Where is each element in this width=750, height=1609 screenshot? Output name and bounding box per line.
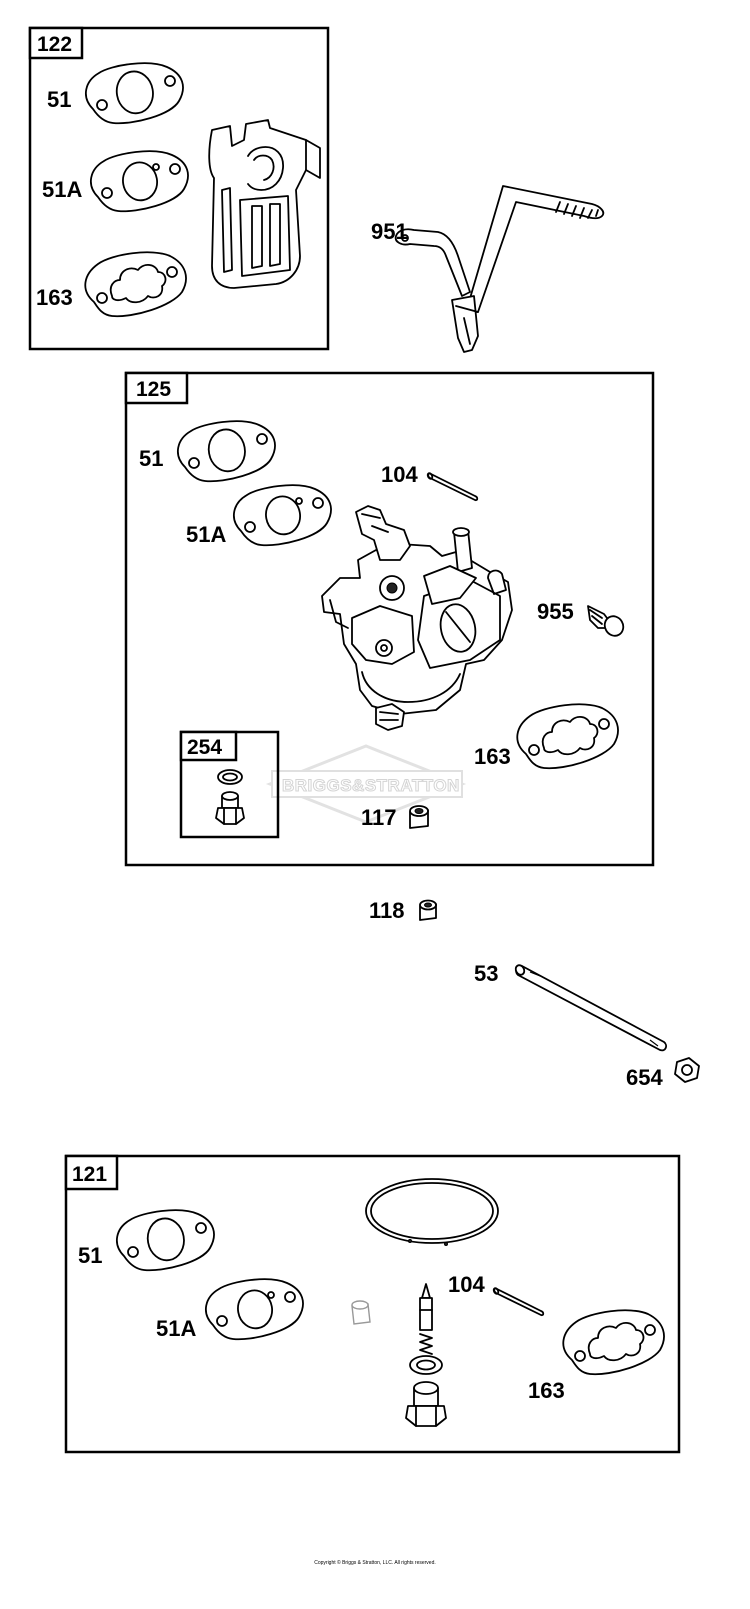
bowl-gasket-icon — [365, 1178, 499, 1246]
kit-121-tag: 121 — [64, 1154, 119, 1191]
intake-spacer-icon — [208, 119, 321, 289]
nut-icon — [674, 1057, 700, 1083]
copyright-notice: Copyright © Briggs & Stratton, LLC. All … — [314, 1559, 436, 1566]
label-125-51A: 51A — [186, 522, 226, 547]
jet-icon — [419, 899, 437, 921]
label-122-51: 51 — [47, 87, 71, 112]
kit-125-tag: 125 — [124, 371, 189, 405]
label-122-51A: 51A — [42, 177, 82, 202]
gasket-icon — [232, 484, 332, 547]
gasket-icon — [516, 703, 619, 770]
bolt-icon — [215, 791, 245, 825]
label-951: 951 — [371, 219, 408, 244]
kit-121-panel: 121 51 51A — [64, 1154, 681, 1454]
washer-icon — [409, 1355, 443, 1375]
label-654: 654 — [626, 1065, 663, 1090]
kit-122-tag: 122 — [28, 26, 84, 60]
o-ring-icon — [217, 769, 243, 785]
stud-icon — [514, 964, 667, 1052]
label-122-163: 163 — [36, 285, 73, 310]
gasket-icon — [562, 1309, 665, 1376]
kit-121-number: 121 — [72, 1163, 107, 1186]
label-121-163: 163 — [528, 1378, 565, 1403]
kit-254-tag: 254 — [179, 730, 238, 762]
screw-icon — [587, 605, 625, 637]
kit-254-number: 254 — [187, 736, 222, 759]
label-125-117: 117 — [361, 805, 397, 830]
bolt-icon — [405, 1381, 447, 1427]
gasket-icon — [204, 1278, 304, 1341]
kit-254-panel: 254 — [179, 730, 280, 839]
gasket-icon — [89, 150, 189, 213]
label-125-955: 955 — [537, 599, 574, 624]
kit-125-panel: 125 BRIGGS&STRATTON 51 51A 104 — [124, 371, 655, 867]
pin-icon — [425, 471, 479, 502]
spring-icon — [419, 1333, 433, 1355]
jet-icon — [409, 805, 429, 829]
float-needle-icon — [419, 1283, 433, 1331]
gasket-icon — [176, 420, 276, 483]
kit-125-number: 125 — [136, 378, 171, 401]
watermark-text: BRIGGS&STRATTON — [282, 776, 460, 795]
kit-122-number: 122 — [37, 33, 72, 56]
gasket-icon — [84, 62, 184, 125]
brand-watermark: BRIGGS&STRATTON — [265, 744, 467, 824]
label-118: 118 — [369, 898, 405, 923]
label-125-104: 104 — [381, 462, 418, 487]
kit-122-panel: 122 51 51A 163 — [28, 26, 330, 351]
label-125-163: 163 — [474, 744, 511, 769]
label-121-51: 51 — [78, 1243, 102, 1268]
label-125-51: 51 — [139, 446, 163, 471]
throttle-lever-icon — [394, 185, 605, 353]
pin-icon — [491, 1286, 545, 1317]
label-53: 53 — [474, 961, 498, 986]
label-121-104: 104 — [448, 1272, 485, 1297]
label-121-51A: 51A — [156, 1316, 196, 1341]
gasket-icon — [84, 251, 187, 318]
gasket-icon — [115, 1209, 215, 1272]
jet-icon — [351, 1300, 371, 1325]
carburetor-icon — [321, 505, 513, 731]
